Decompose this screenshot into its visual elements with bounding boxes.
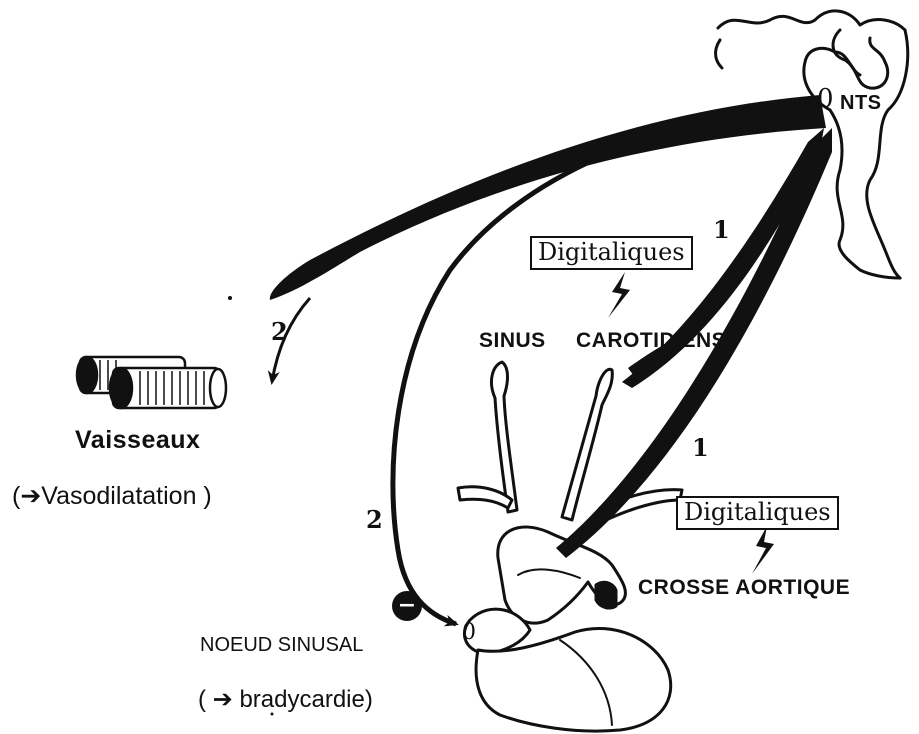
nts-marker: 0 [817, 86, 834, 112]
sinus-node-marker: 0 [462, 622, 476, 644]
digitaliques-bottom-label: Digitaliques [676, 496, 839, 530]
noeud-sinusal-label: NOEUD SINUSAL [200, 635, 363, 655]
nts-label: NTS [840, 93, 882, 113]
bradycardie-label: ( ➔ bradycardie) [198, 688, 373, 712]
vaisseaux-label: Vaisseaux [75, 428, 200, 453]
afferent-aortic-number: 1 [692, 436, 709, 460]
vessels-drawing [77, 357, 226, 408]
crosse-aortique-label: CROSSE AORTIQUE [638, 577, 850, 598]
carotidiens-label: CAROTIDIENS [576, 330, 726, 351]
digitaliques-top-label: Digitaliques [530, 236, 693, 270]
afferent-carotid-number: 1 [713, 218, 730, 242]
vasodilatation-label: (➔Vasodilatation ) [12, 484, 212, 509]
efferent-vessels-number: 2 [271, 320, 288, 344]
efferent-heart-number: 2 [366, 508, 383, 532]
sinus-label: SINUS [479, 330, 546, 351]
inhibition-sign: − [392, 591, 422, 621]
